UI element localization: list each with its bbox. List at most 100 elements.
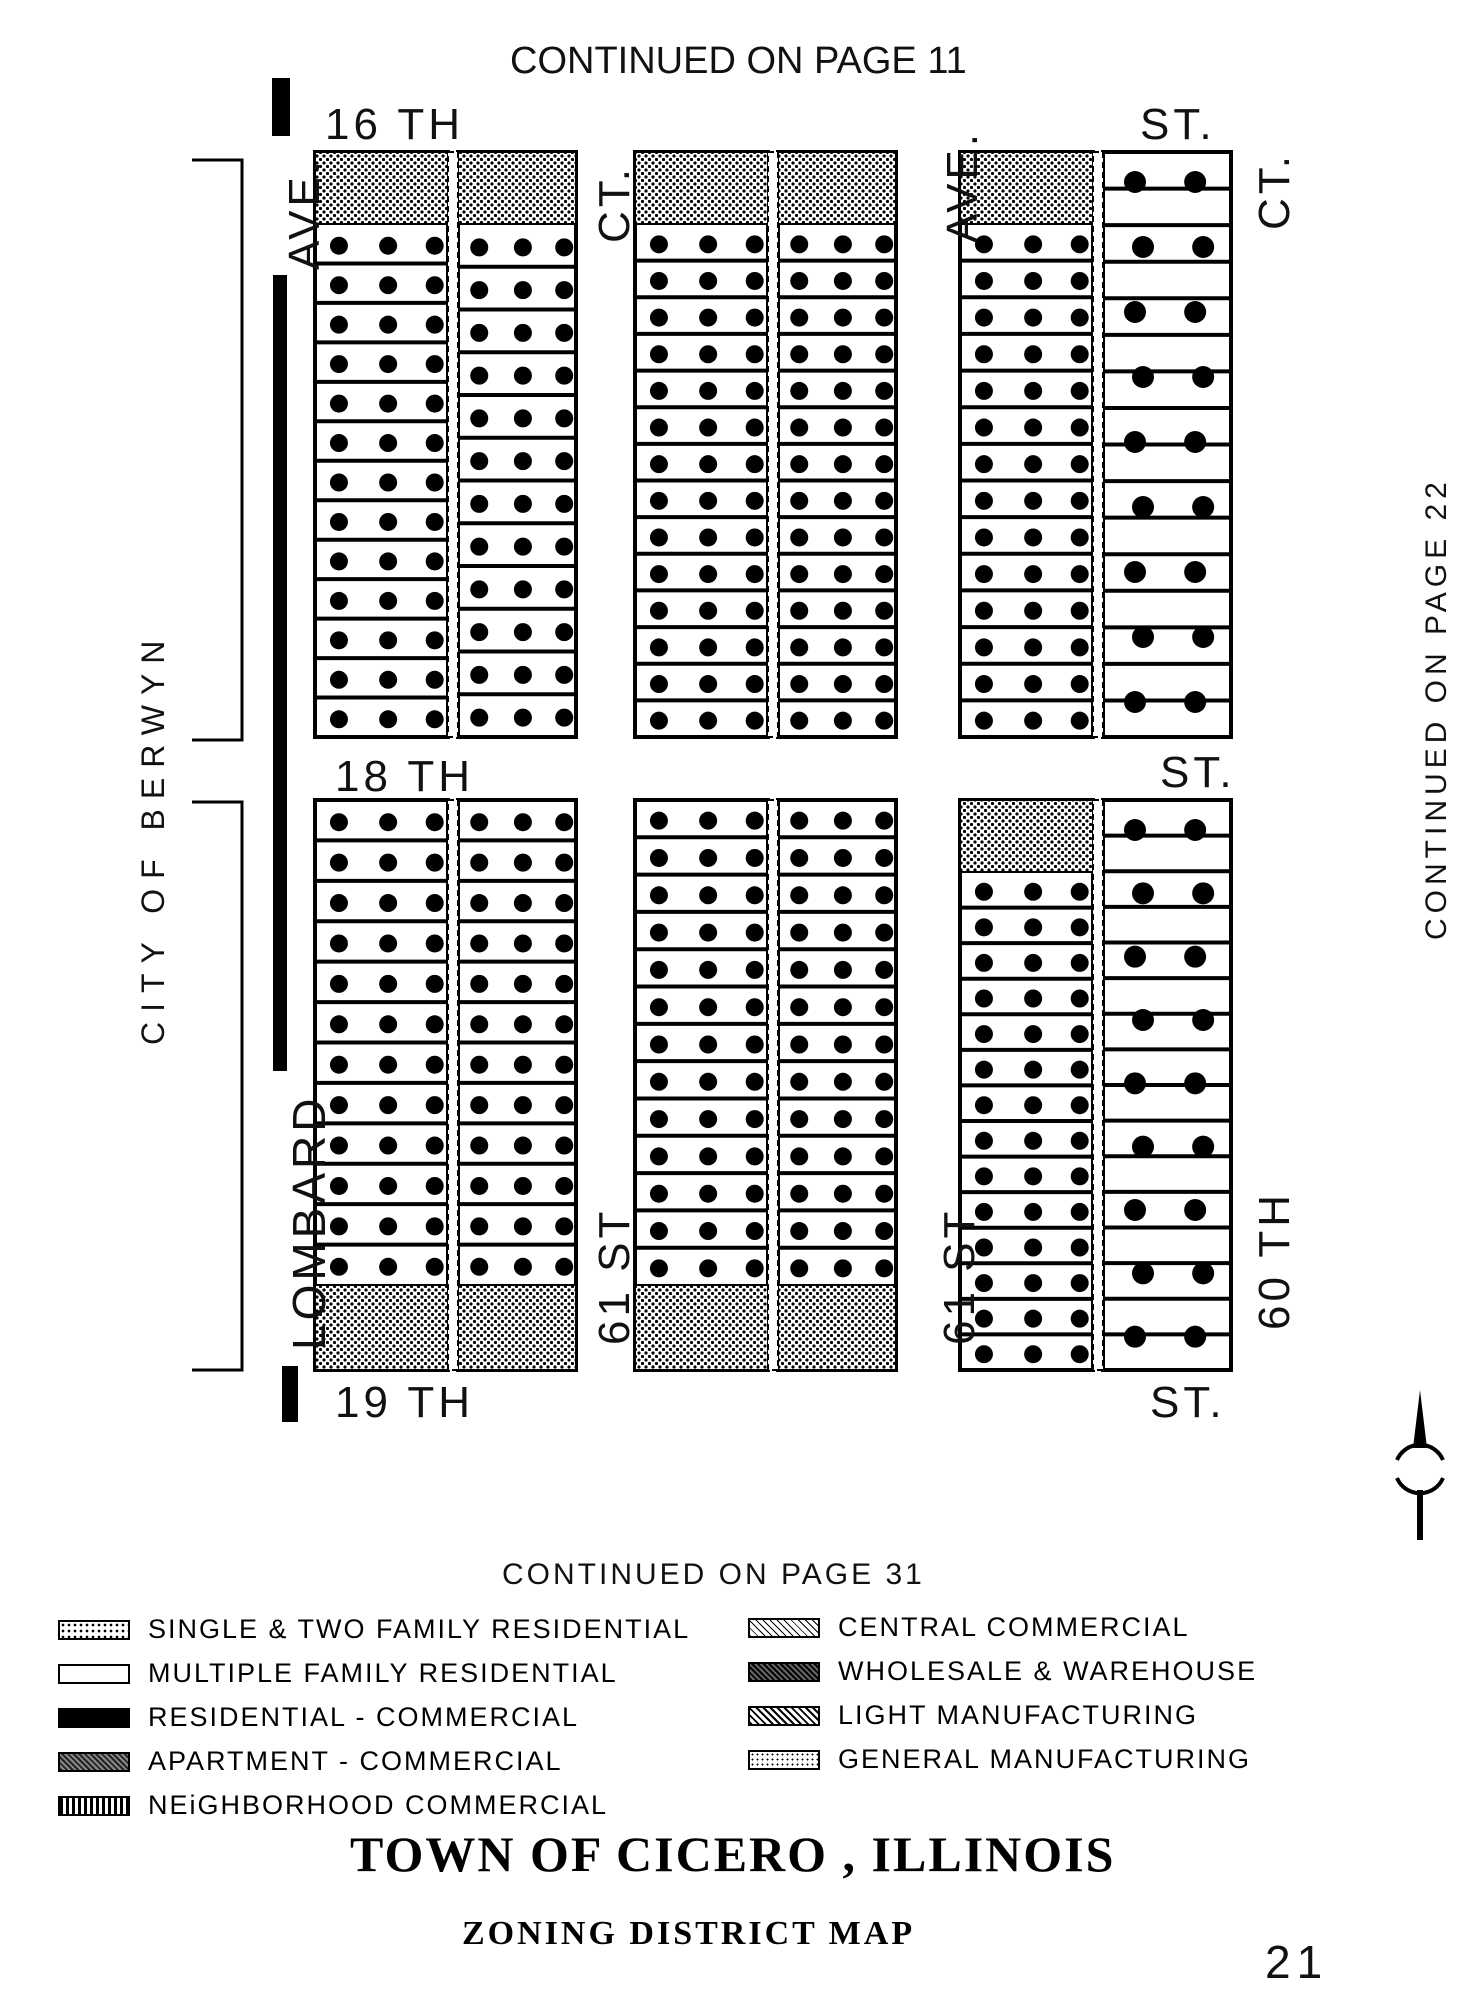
zone-dot [649,1072,668,1091]
zone-dot [833,675,852,694]
zone-dot [555,366,574,385]
zone-dot [974,1274,993,1293]
zone-dot [974,1025,993,1044]
zone-dot [425,315,444,334]
zone-dot [1070,675,1089,694]
zone-dot [329,434,348,453]
zone-dot [1070,528,1089,547]
zone-dot [974,1238,993,1257]
zone-dot [745,1072,764,1091]
zone-dot [1132,882,1154,905]
zone-dot [833,418,852,437]
zone-dot [425,1136,444,1155]
zone-dot [790,960,809,979]
zone-dot [470,1015,489,1034]
zone-dot [1070,601,1089,620]
zone-dot [329,236,348,255]
zone-dot [1024,345,1043,364]
zone-dot [1192,236,1215,258]
zone-dot [833,345,852,364]
zone-dot [699,418,718,437]
zone-dot [329,1176,348,1195]
zone-dot [555,974,574,993]
zone-dot [329,1136,348,1155]
zone-dot [833,1072,852,1091]
zone-dot [745,711,764,730]
map-title: TOWN OF CICERO , ILLINOIS [350,1826,1116,1882]
zone-dot [649,998,668,1017]
zone-dot [555,1257,574,1276]
zone-dot [875,1259,894,1278]
zone-dot [1070,918,1089,937]
zone-dot [470,1176,489,1195]
zone-dot [649,711,668,730]
zone-dot [790,345,809,364]
zone-dot [790,308,809,327]
street-16th-label: 16 TH [325,100,465,149]
zone-dot [1024,381,1043,400]
zone-dot [699,455,718,474]
zone-dot [790,491,809,510]
legend-swatch-diag-light [748,1617,820,1638]
zone-dot [875,491,894,510]
zone-dot [974,601,993,620]
zone-dot [745,998,764,1017]
court-label-left: CT. [590,165,639,243]
zone-dot [649,1222,668,1241]
zone-dot [875,998,894,1017]
alley [767,799,779,1371]
zone-dot [379,394,398,413]
legend-item: NEiGHBORHOOD COMMERCIAL [58,1790,608,1821]
zone-dot [875,1072,894,1091]
zone-dot [555,623,574,642]
zone-dot [833,308,852,327]
zone-dot [1124,945,1146,968]
zone-dot [555,813,574,832]
zone-dot [699,1110,718,1129]
zone-dot [1184,691,1207,713]
zone-dot [425,512,444,531]
zone-dot [329,934,348,953]
zone-dot [329,631,348,650]
zone-dot [1024,235,1043,254]
zone-dot [790,998,809,1017]
zone-dot [1184,945,1207,968]
zone-dot [425,1015,444,1034]
zone-dot [513,1055,532,1074]
zone-dot [379,315,398,334]
zone-dot [790,1222,809,1241]
zone-dot [513,623,532,642]
legend-label: LIGHT MANUFACTURING [838,1700,1199,1730]
zone-dot [875,1147,894,1166]
legend-label: APARTMENT - COMMERCIAL [148,1746,563,1776]
zone-dot [379,236,398,255]
page-number: 21 [1265,1936,1329,1988]
zone-dot [790,886,809,905]
zone-dot [790,1110,809,1129]
zone-dot [1192,1262,1215,1285]
zone-dot [1192,366,1215,388]
zone-single-two-family [777,1284,897,1371]
zone-dot [1192,882,1215,905]
zone-dot [1070,308,1089,327]
zone-dot [974,882,993,901]
street-18th-label: 18 TH [335,752,475,801]
zone-dot [1024,1202,1043,1221]
zone-dot [379,434,398,453]
zone-dot [649,235,668,254]
street-19th-st-label: ST. [1150,1378,1226,1427]
zone-dot [745,565,764,584]
zone-dot [470,1096,489,1115]
zone-dot [974,711,993,730]
alley [1092,799,1104,1371]
zone-dot [875,675,894,694]
map-blocks-group [192,78,1233,1422]
zone-dot [1070,1167,1089,1186]
zone-dot [425,813,444,832]
zone-dot [745,1184,764,1203]
zone-dot [1184,819,1207,841]
zone-dot [974,565,993,584]
zone-dot [425,710,444,729]
zone-dot [1184,171,1207,193]
